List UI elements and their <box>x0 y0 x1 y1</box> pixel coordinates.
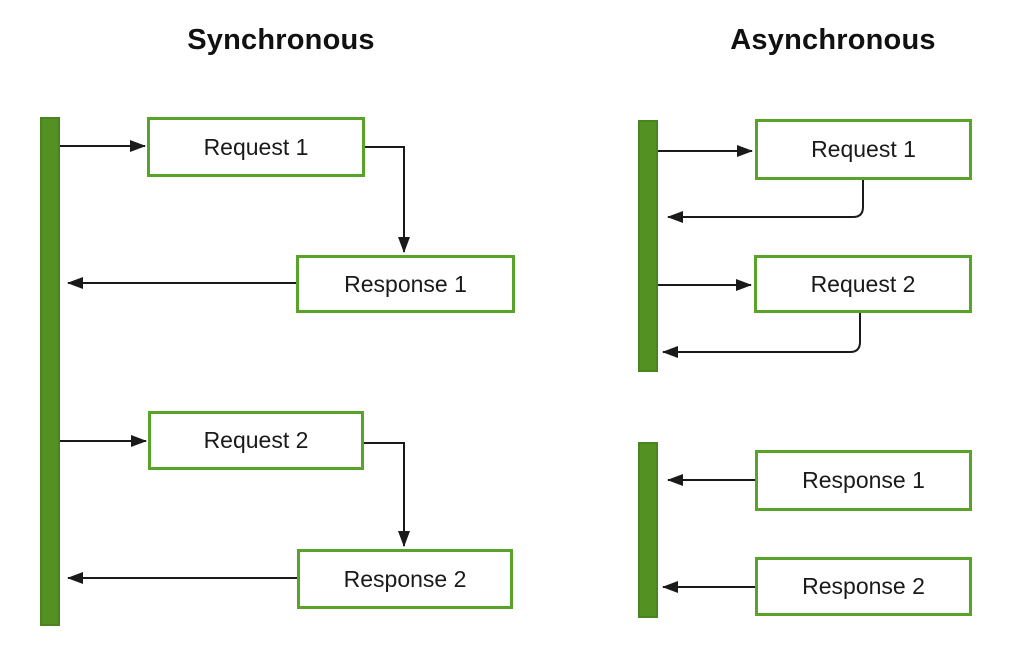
sync-response-1-label: Response 1 <box>344 270 467 297</box>
async-request-2-box: Request 2 <box>754 255 972 313</box>
async-request-2-label: Request 2 <box>810 270 916 297</box>
async-response-1-box: Response 1 <box>755 450 972 511</box>
async-response-2-box: Response 2 <box>755 557 972 616</box>
sync-response-1-box: Response 1 <box>296 255 515 313</box>
async-request-2-ack-arrow <box>662 313 861 358</box>
async-response-2-label: Response 2 <box>802 573 925 599</box>
async-section-title: Asynchronous <box>730 24 936 56</box>
async-response-1-label: Response 1 <box>802 467 925 493</box>
sync-request-1-box: Request 1 <box>147 117 365 177</box>
async-request-1-box: Request 1 <box>755 119 972 180</box>
sync-request-1-to-response-1-arrow <box>365 146 410 253</box>
sync-request-2-box: Request 2 <box>148 411 364 470</box>
sync-request-1-label: Request 1 <box>203 133 309 160</box>
sync-response-2-label: Response 2 <box>343 565 467 592</box>
sync-request-2-label: Request 2 <box>203 427 309 453</box>
async-lifeline-bar-2 <box>638 442 658 618</box>
sync-response-2-box: Response 2 <box>297 549 513 609</box>
async-lifeline-bar-1 <box>638 120 658 372</box>
async-request-1-label: Request 1 <box>811 136 916 162</box>
sync-request-2-to-response-2-arrow <box>364 442 410 547</box>
sync-lifeline-bar <box>40 117 60 626</box>
sync-section-title: Synchronous <box>187 24 375 56</box>
async-request-1-ack-arrow <box>667 180 864 223</box>
